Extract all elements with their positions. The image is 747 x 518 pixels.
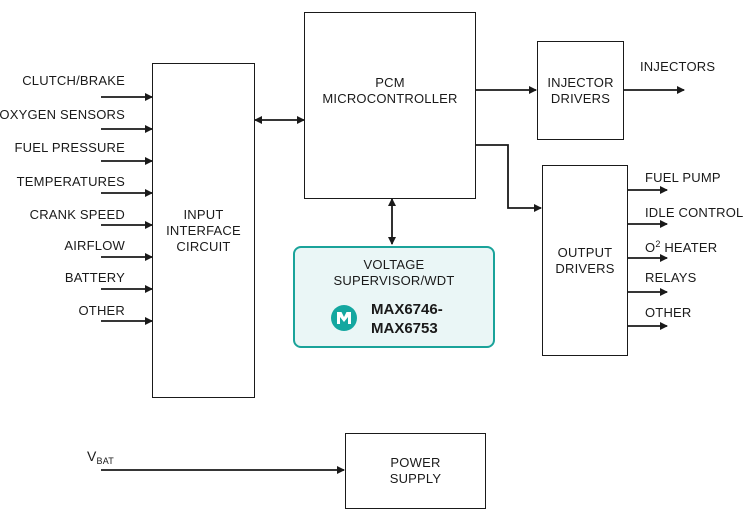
maxim-logo-icon	[331, 305, 357, 331]
injector-drivers-label: INJECTOR DRIVERS	[547, 74, 614, 106]
input-label-crank-speed: CRANK SPEED	[29, 207, 125, 222]
output-label-idle-control: IDLE CONTROL	[645, 205, 744, 220]
input-label-clutch-brake: CLUTCH/BRAKE	[22, 73, 125, 88]
injectors-label: INJECTORS	[640, 59, 716, 74]
input-label-battery: BATTERY	[64, 270, 125, 285]
maxim-logo-glyph	[337, 312, 351, 324]
power-supply-block: POWER SUPPLY	[345, 433, 486, 509]
input-label-other: OTHER	[78, 303, 125, 318]
output-label-other: OTHER	[645, 305, 692, 320]
part-numbers: MAX6746- MAX6753	[371, 301, 443, 337]
voltage-supervisor-block: VOLTAGE SUPERVISOR/WDT MAX6746- MAX6753	[293, 246, 495, 348]
o2-suffix: HEATER	[660, 240, 718, 255]
power-supply-label: POWER SUPPLY	[389, 455, 442, 486]
output-drivers-block: OUTPUT DRIVERS	[542, 165, 628, 356]
input-interface-label: INPUT INTERFACE CIRCUIT	[166, 206, 241, 254]
o2-superscript: 2	[655, 239, 661, 249]
arrow-pcm-output	[476, 144, 542, 212]
pcm-label: PCM MICROCONTROLLER	[322, 75, 458, 106]
vbat-main: V	[87, 448, 97, 464]
input-label-temperatures: TEMPERATURES	[16, 174, 125, 189]
output-drivers-label: OUTPUT DRIVERS	[555, 244, 615, 276]
input-label-oxygen-sensors: OXYGEN SENSORS	[0, 107, 125, 122]
input-label-fuel-pressure: FUEL PRESSURE	[14, 140, 125, 155]
vbat-label: VBAT	[87, 449, 114, 469]
input-interface-circuit-block: INPUT INTERFACE CIRCUIT	[152, 63, 255, 398]
output-label-relays: RELAYS	[645, 270, 697, 285]
output-label-o2-heater: O2 HEATER	[645, 237, 717, 255]
vbat-sub: BAT	[96, 456, 114, 466]
pcm-microcontroller-block: PCM MICROCONTROLLER	[304, 12, 476, 199]
injector-drivers-block: INJECTOR DRIVERS	[537, 41, 624, 140]
input-label-airflow: AIRFLOW	[64, 238, 125, 253]
supervisor-title: VOLTAGE SUPERVISOR/WDT	[333, 257, 455, 288]
o2-prefix: O	[645, 240, 656, 255]
output-label-fuel-pump: FUEL PUMP	[645, 170, 721, 185]
